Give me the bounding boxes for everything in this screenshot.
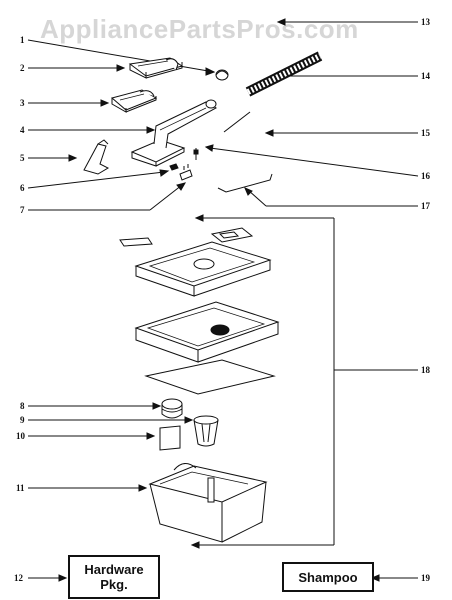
shampoo-label: Shampoo <box>298 569 358 585</box>
part-nozzle <box>83 139 110 175</box>
callout-4: 4 <box>20 125 25 135</box>
callout-6: 6 <box>20 183 25 193</box>
part-filter-pad <box>159 425 181 451</box>
callout-1: 1 <box>20 35 25 45</box>
callout-18: 18 <box>421 365 430 375</box>
callout-9: 9 <box>20 415 25 425</box>
part-rod <box>223 111 251 133</box>
callout-15: 15 <box>421 128 430 138</box>
hardware-pkg-box: Hardware Pkg. <box>68 555 160 599</box>
part-tank-base <box>148 463 268 543</box>
hardware-pkg-line1: Hardware <box>84 562 144 577</box>
part-tank-cap <box>161 398 183 419</box>
part-tank-tray <box>134 301 280 363</box>
callout-5: 5 <box>20 153 25 163</box>
part-upholstery-tool <box>128 57 184 79</box>
leader-lines <box>27 18 419 582</box>
shampoo-box: Shampoo <box>282 562 374 592</box>
callout-14: 14 <box>421 71 430 81</box>
callout-13: 13 <box>421 17 430 27</box>
callout-7: 7 <box>20 205 25 215</box>
hardware-pkg-line2: Pkg. <box>100 577 128 592</box>
callout-10: 10 <box>16 431 25 441</box>
part-tube <box>217 173 273 193</box>
part-cap <box>215 69 229 81</box>
callout-11: 11 <box>16 483 25 493</box>
callout-2: 2 <box>20 63 25 73</box>
callout-16: 16 <box>421 171 430 181</box>
part-cup <box>193 415 219 447</box>
part-hand-tool <box>130 99 218 167</box>
part-fittings <box>169 148 199 181</box>
callout-19: 19 <box>421 573 430 583</box>
part-filter-sheet <box>144 359 276 395</box>
callout-3: 3 <box>20 98 25 108</box>
watermark-logo: AppliancePartsPros.com <box>40 14 359 44</box>
callout-17: 17 <box>421 201 430 211</box>
part-hose <box>245 51 323 97</box>
callout-12: 12 <box>14 573 23 583</box>
callout-8: 8 <box>20 401 25 411</box>
part-tank-lid <box>119 227 272 297</box>
part-crevice-tool <box>110 89 158 113</box>
